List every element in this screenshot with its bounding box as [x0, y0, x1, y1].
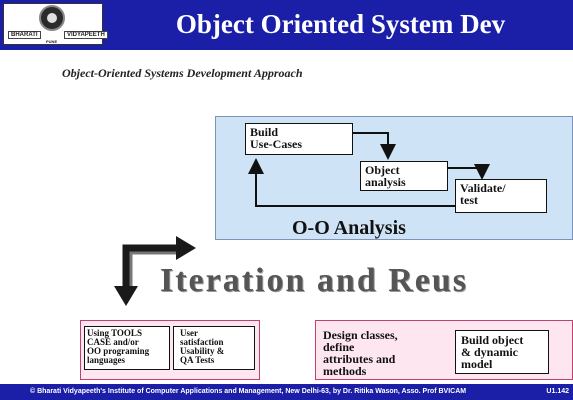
- iteration-arrowhead-down: [114, 286, 138, 306]
- slide-header: BHARATI VIDYAPEETH PUNE Object Oriented …: [0, 0, 573, 50]
- tools-line2: CASE and/or: [87, 337, 139, 347]
- user-line2: satisfaction: [180, 337, 224, 347]
- design-line2: define: [323, 340, 355, 354]
- arrow-loop-back: [248, 158, 455, 207]
- design-line4: methods: [323, 364, 367, 378]
- step-2-line2: analysis: [365, 175, 406, 189]
- page-number: U1.142: [546, 388, 569, 395]
- slide-title: Object Oriented System Dev: [175, 9, 506, 39]
- institute-logo: BHARATI VIDYAPEETH PUNE: [3, 3, 108, 45]
- analysis-label: O-O Analysis: [292, 217, 406, 239]
- slide-footer: © Bharati Vidyapeeth's Institute of Comp…: [0, 384, 573, 400]
- design-classes-text: Design classes, define attributes and me…: [318, 326, 424, 382]
- validate-test-box: Validate/ test: [455, 179, 547, 213]
- step-3-line2: test: [460, 193, 478, 207]
- tools-line4: languages: [87, 355, 126, 365]
- step-2-line1: Object: [365, 163, 400, 177]
- build-use-cases-box: Build Use-Cases: [245, 123, 353, 155]
- design-line3: attributes and: [323, 352, 396, 366]
- object-analysis-box: Object analysis: [360, 161, 448, 191]
- step-1-line1: Build: [250, 125, 279, 139]
- tools-box: Using TOOLS CASE and/or OO programing la…: [84, 326, 170, 370]
- logo-left-text: BHARATI: [8, 31, 41, 39]
- logo-bottom-text: PUNE: [44, 39, 60, 44]
- step-3-line1: Validate/: [460, 181, 506, 195]
- user-line1: User: [180, 328, 198, 338]
- iteration-reuse-text: Iteration and Reus: [160, 262, 469, 299]
- build-line2: & dynamic: [461, 345, 518, 359]
- slide-subtitle: Object-Oriented Systems Development Appr…: [62, 66, 303, 80]
- user-line4: QA Tests: [180, 355, 215, 365]
- user-line3: Usability &: [180, 346, 225, 356]
- iteration-arrowhead-right: [176, 236, 196, 260]
- emblem-icon: [39, 5, 65, 31]
- build-line3: model: [461, 357, 493, 371]
- footer-text: © Bharati Vidyapeeth's Institute of Comp…: [30, 388, 467, 395]
- logo-right-text: VIDYAPEETH: [64, 31, 108, 39]
- tools-line1: Using TOOLS: [87, 328, 142, 338]
- design-line1: Design classes,: [323, 328, 398, 342]
- iteration-arrow-body: [122, 244, 178, 288]
- tools-line3: OO programing: [87, 346, 150, 356]
- arrow-to-validate: [448, 164, 490, 180]
- build-object-box: Build object & dynamic model: [455, 330, 549, 374]
- step-1-line2: Use-Cases: [250, 137, 302, 151]
- arrow-to-object-analysis: [353, 132, 396, 160]
- build-line1: Build object: [461, 333, 524, 347]
- user-satisfaction-box: User satisfaction Usability & QA Tests: [173, 326, 255, 370]
